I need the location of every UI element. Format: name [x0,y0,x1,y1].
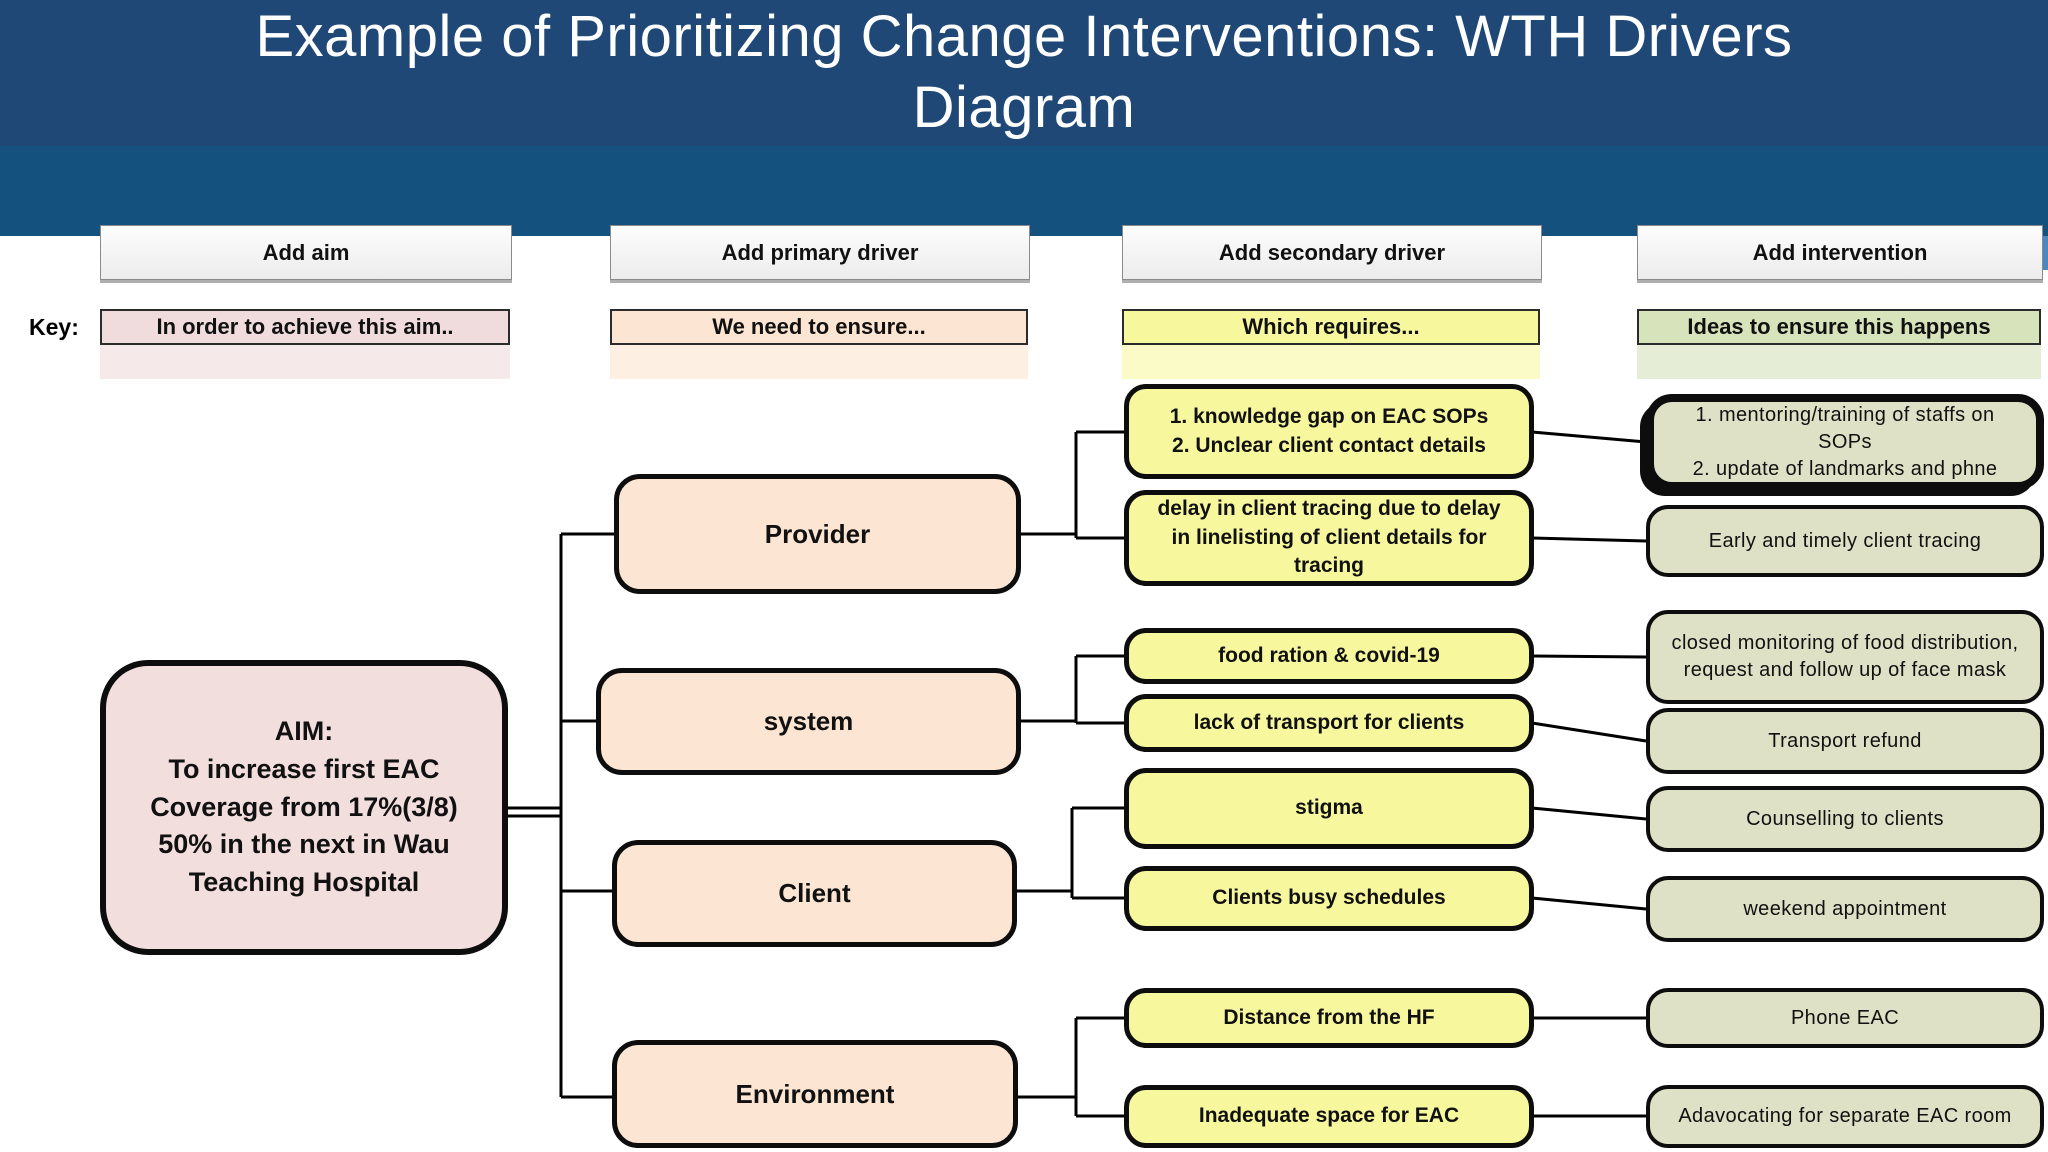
primary-driver-system[interactable]: system [596,668,1021,775]
intervention-mentoring-training[interactable]: 1. mentoring/training of staffs on SOPs … [1646,394,2044,490]
add-intervention-button[interactable]: Add intervention [1637,225,2043,280]
secondary-driver-distance-hf[interactable]: Distance from the HF [1124,988,1534,1048]
key-primary-driver: We need to ensure... [610,309,1028,345]
primary-driver-client[interactable]: Client [612,840,1017,947]
banner-top [0,0,2048,146]
intervention-weekend-appointment[interactable]: weekend appointment [1646,876,2044,942]
intervention-early-tracing[interactable]: Early and timely client tracing [1646,505,2044,577]
secondary-driver-busy-schedules[interactable]: Clients busy schedules [1124,866,1534,931]
key-aim-swatch [100,345,510,379]
key-primary-driver-swatch [610,345,1028,379]
add-aim-button[interactable]: Add aim [100,225,512,280]
banner-edge-sliver [2041,236,2048,270]
intervention-separate-eac-room[interactable]: Adavocating for separate EAC room [1646,1085,2044,1148]
secondary-driver-delay-tracing[interactable]: delay in client tracing due to delay in … [1124,490,1534,586]
banner-bottom [0,146,2048,236]
secondary-driver-stigma[interactable]: stigma [1124,768,1534,849]
key-secondary-driver-swatch [1122,345,1540,379]
key-intervention: Ideas to ensure this happens [1637,309,2041,345]
intervention-counselling[interactable]: Counselling to clients [1646,786,2044,852]
add-secondary-driver-button[interactable]: Add secondary driver [1122,225,1542,280]
key-secondary-driver: Which requires... [1122,309,1540,345]
intervention-food-monitoring[interactable]: closed monitoring of food distribution, … [1646,610,2044,704]
secondary-driver-lack-transport[interactable]: lack of transport for clients [1124,694,1534,752]
page-title: Example of Prioritizing Change Intervent… [255,4,1793,140]
secondary-driver-inadequate-space[interactable]: Inadequate space for EAC [1124,1085,1534,1148]
intervention-phone-eac[interactable]: Phone EAC [1646,988,2044,1048]
intervention-transport-refund[interactable]: Transport refund [1646,708,2044,774]
key-label: Key: [29,314,79,340]
primary-driver-provider[interactable]: Provider [614,474,1021,594]
primary-driver-environment[interactable]: Environment [612,1040,1018,1148]
key-intervention-swatch [1637,345,2041,379]
secondary-driver-knowledge-gap[interactable]: 1. knowledge gap on EAC SOPs 2. Unclear … [1124,384,1534,479]
key-aim: In order to achieve this aim.. [100,309,510,345]
secondary-driver-food-ration[interactable]: food ration & covid-19 [1124,628,1534,684]
aim-node[interactable]: AIM: To increase first EAC Coverage from… [100,660,508,955]
add-primary-driver-button[interactable]: Add primary driver [610,225,1030,280]
